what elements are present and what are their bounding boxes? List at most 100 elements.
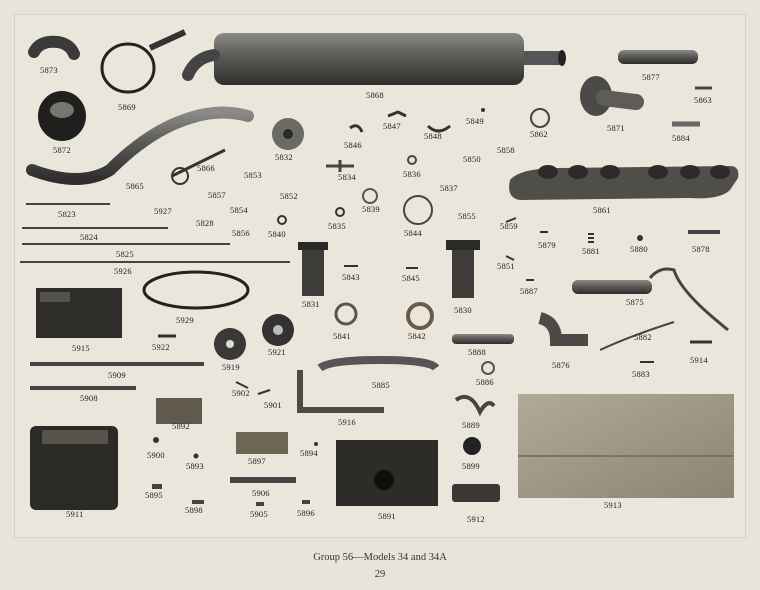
part-5888 (452, 334, 514, 344)
part-5844 (403, 195, 433, 225)
part-label: 5837 (440, 183, 458, 193)
part-label: 5850 (463, 154, 481, 164)
part-label: 5889 (462, 420, 480, 430)
part-label: 5848 (424, 131, 442, 141)
part-5891 (336, 440, 438, 506)
part-5832 (272, 118, 304, 150)
part-label: 5892 (172, 421, 190, 431)
part-label: 5858 (497, 145, 515, 155)
part-label: 5862 (530, 129, 548, 139)
part-label: 5906 (252, 488, 270, 498)
part-label: 5909 (108, 370, 126, 380)
part-5882 (599, 321, 675, 351)
part-label: 5832 (275, 152, 293, 162)
part-label: 5902 (232, 388, 250, 398)
part-5851 (505, 255, 515, 261)
part-5834 (326, 160, 354, 172)
part-label: 5881 (582, 246, 600, 256)
part-label: 5895 (145, 490, 163, 500)
part-5840 (277, 215, 287, 225)
part-label: 5861 (593, 205, 611, 215)
part-label: 5836 (403, 169, 421, 179)
part-5892 (156, 398, 202, 424)
part-label: 5905 (250, 509, 268, 519)
part-5873 (28, 35, 80, 60)
part-label: 5883 (632, 369, 650, 379)
part-label: 5841 (333, 331, 351, 341)
part-5881 (588, 233, 594, 243)
part-5846 (349, 124, 364, 133)
part-5900 (153, 437, 159, 443)
part-5889 (454, 395, 496, 417)
part-label: 5896 (297, 508, 315, 518)
part-label: 5884 (672, 133, 690, 143)
part-5916 (297, 370, 384, 413)
part-5885 (317, 236, 440, 372)
part-5849 (481, 108, 485, 112)
part-5841 (334, 302, 358, 326)
part-label: 5915 (72, 343, 90, 353)
part-5869 (100, 29, 187, 94)
part-label: 5856 (232, 228, 250, 238)
part-5911 (30, 426, 118, 510)
part-label: 5834 (338, 172, 356, 182)
part-label: 5844 (404, 228, 422, 238)
part-label: 5830 (454, 305, 472, 315)
part-5875 (572, 267, 729, 332)
part-label: 5839 (362, 204, 380, 214)
part-5861 (509, 165, 739, 200)
part-label: 5885 (372, 380, 390, 390)
part-label: 5891 (378, 511, 396, 521)
part-5831 (298, 242, 328, 296)
part-5902 (235, 381, 249, 389)
part-5921 (262, 314, 294, 346)
part-5929 (142, 270, 250, 310)
part-label: 5897 (248, 456, 266, 466)
part-label: 5825 (116, 249, 134, 259)
part-label: 5843 (342, 272, 360, 282)
part-label: 5846 (344, 140, 362, 150)
part-5865 (26, 106, 254, 185)
part-label: 5865 (126, 181, 144, 191)
part-5901 (257, 389, 271, 395)
part-label: 5914 (690, 355, 708, 365)
part-label: 5908 (80, 393, 98, 403)
part-5899 (463, 437, 481, 455)
part-label: 5852 (280, 191, 298, 201)
part-label: 5849 (466, 116, 484, 126)
part-label: 5859 (500, 221, 518, 231)
part-label: 5853 (244, 170, 262, 180)
part-label: 5824 (80, 232, 98, 242)
part-label: 5854 (230, 205, 248, 215)
part-label: 5823 (58, 209, 76, 219)
part-label: 5894 (300, 448, 318, 458)
part-label: 5855 (458, 211, 476, 221)
part-label: 5929 (176, 315, 194, 325)
part-label: 5877 (642, 72, 660, 82)
part-5847 (387, 110, 407, 118)
part-label: 5828 (196, 218, 214, 228)
part-label: 5878 (692, 244, 710, 254)
part-label: 5835 (328, 221, 346, 231)
figure-caption: Group 56—Models 34 and 34A (313, 552, 447, 563)
part-label: 5887 (520, 286, 538, 296)
part-5839 (362, 188, 378, 204)
part-label: 5880 (630, 244, 648, 254)
part-label: 5842 (408, 331, 426, 341)
part-5894 (314, 442, 318, 446)
part-label: 5851 (497, 261, 515, 271)
part-label: 5882 (634, 332, 652, 342)
part-label: 5871 (607, 123, 625, 133)
part-label: 5873 (40, 65, 58, 75)
part-label: 5840 (268, 229, 286, 239)
part-5876 (538, 312, 588, 346)
part-5912 (452, 484, 500, 502)
part-label: 5922 (152, 342, 170, 352)
part-label: 5869 (118, 102, 136, 112)
part-label: 5831 (302, 299, 320, 309)
part-5877 (618, 50, 698, 64)
part-label: 5876 (552, 360, 570, 370)
part-5895 (152, 484, 162, 489)
part-5859 (505, 217, 517, 223)
part-label: 5888 (468, 347, 486, 357)
